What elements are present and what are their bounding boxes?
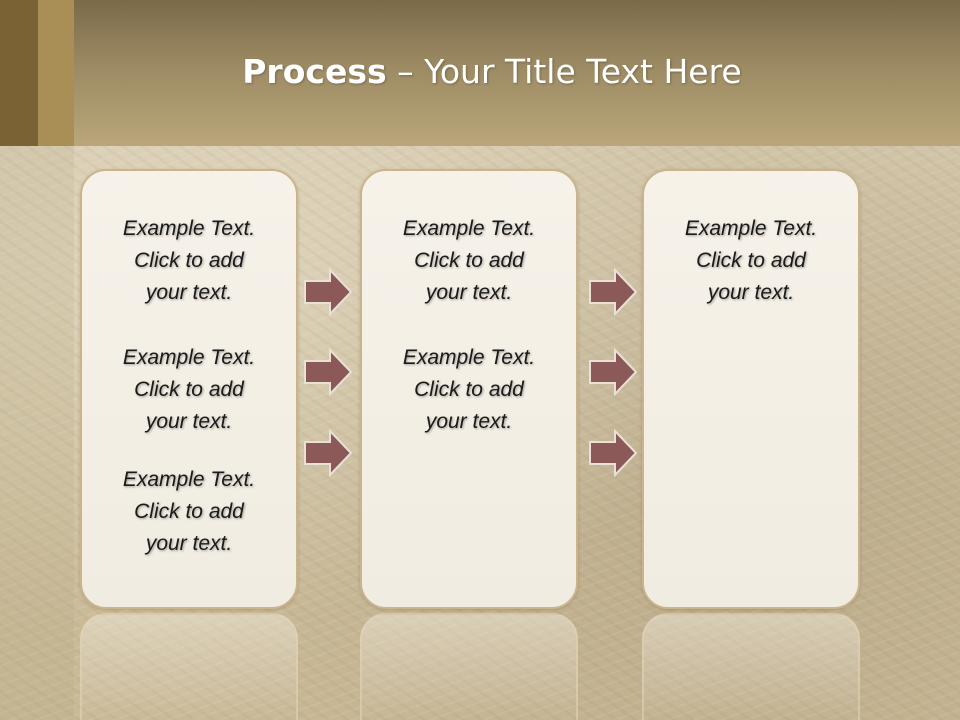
right-arrow-icon[interactable] xyxy=(588,268,638,316)
process-card-1[interactable]: Example Text. Click to add your text. Ex… xyxy=(80,169,298,609)
text-placeholder[interactable]: Example Text. Click to add your text. xyxy=(644,213,858,309)
text-line: your text. xyxy=(145,281,233,304)
text-placeholder[interactable]: Example Text. Click to add your text. xyxy=(362,342,576,438)
left-accent-strip xyxy=(0,146,74,720)
text-line: Example Text. xyxy=(122,468,256,491)
card-reflection xyxy=(360,613,578,720)
text-line: your text. xyxy=(425,410,513,433)
text-line: Click to add xyxy=(414,249,524,272)
slide-title-bold: Process xyxy=(242,52,387,91)
process-card-3[interactable]: Example Text. Click to add your text. xyxy=(642,169,860,609)
right-arrow-icon[interactable] xyxy=(303,268,353,316)
text-line: your text. xyxy=(425,281,513,304)
text-line: Example Text. xyxy=(684,217,818,240)
text-line: Example Text. xyxy=(122,217,256,240)
text-line: Click to add xyxy=(134,378,244,401)
text-line: Click to add xyxy=(696,249,806,272)
right-arrow-icon[interactable] xyxy=(588,429,638,477)
text-line: Click to add xyxy=(134,500,244,523)
text-line: Example Text. xyxy=(402,217,536,240)
right-arrow-icon[interactable] xyxy=(303,348,353,396)
text-placeholder[interactable]: Example Text. Click to add your text. xyxy=(82,342,296,438)
text-placeholder[interactable]: Example Text. Click to add your text. xyxy=(362,213,576,309)
text-line: Click to add xyxy=(134,249,244,272)
card-reflection xyxy=(642,613,860,720)
text-line: Click to add xyxy=(414,378,524,401)
text-line: your text. xyxy=(145,532,233,555)
text-placeholder[interactable]: Example Text. Click to add your text. xyxy=(82,464,296,560)
right-arrow-icon[interactable] xyxy=(303,429,353,477)
slide-title-rest: – Your Title Text Here xyxy=(386,52,742,91)
card-reflection xyxy=(80,613,298,720)
title-accent-light xyxy=(38,0,74,146)
title-bar: Process – Your Title Text Here xyxy=(0,0,960,146)
process-card-2[interactable]: Example Text. Click to add your text. Ex… xyxy=(360,169,578,609)
text-line: Example Text. xyxy=(122,346,256,369)
title-accent-dark xyxy=(0,0,38,146)
text-line: your text. xyxy=(707,281,795,304)
slide-title[interactable]: Process – Your Title Text Here xyxy=(0,52,960,91)
text-placeholder[interactable]: Example Text. Click to add your text. xyxy=(82,213,296,309)
text-line: your text. xyxy=(145,410,233,433)
text-line: Example Text. xyxy=(402,346,536,369)
right-arrow-icon[interactable] xyxy=(588,348,638,396)
